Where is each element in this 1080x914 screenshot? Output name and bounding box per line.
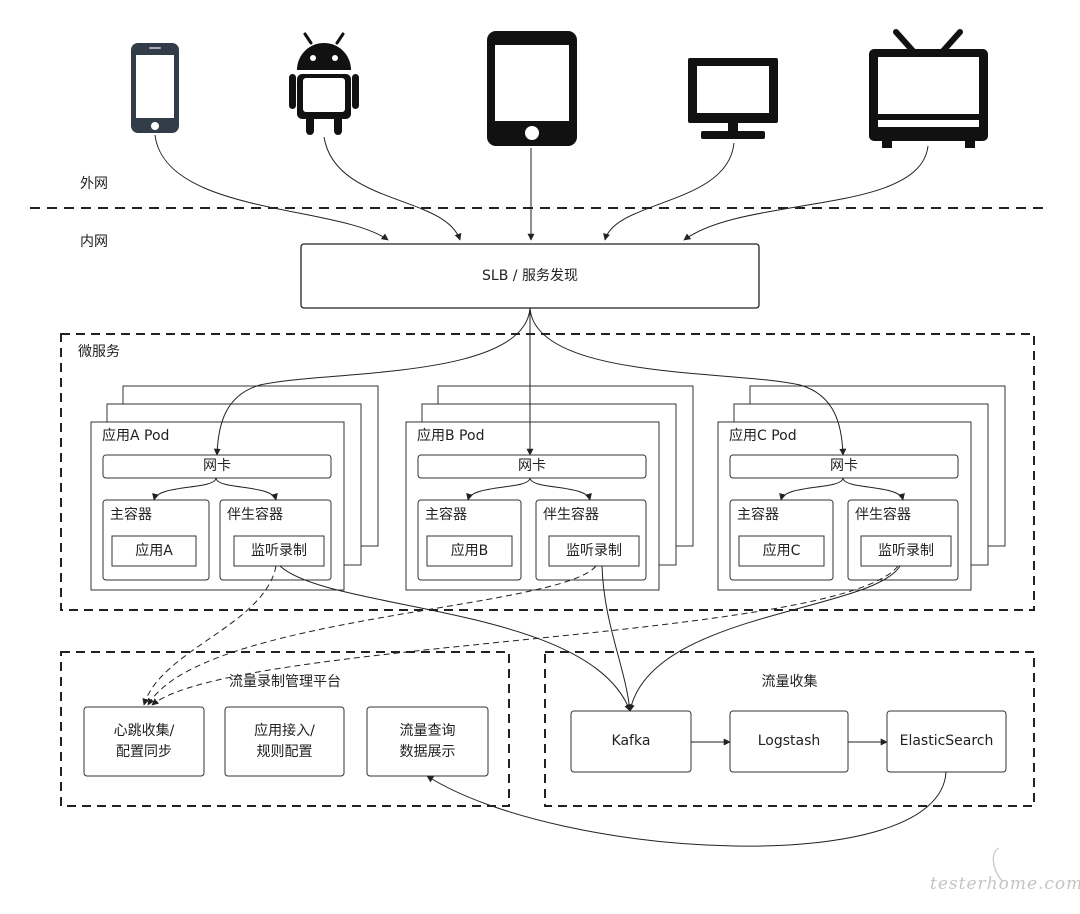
traffic-query-label: 流量查询 数据展示	[399, 723, 456, 760]
listener-to-heartbeat-edges	[142, 565, 899, 706]
nic-split-edges	[152, 477, 905, 501]
client-to-slb-edges	[154, 134, 929, 241]
pod-c-sidecar-label: 伴生容器	[855, 507, 911, 523]
pod-a-title: 应用A Pod	[102, 428, 170, 444]
heartbeat-box	[83, 706, 205, 777]
desktop-monitor-icon	[688, 58, 778, 139]
heartbeat-label: 心跳收集/ 配置同步	[113, 723, 175, 760]
zone-external-label: 外网	[80, 176, 108, 192]
pod-b-sidecar-label: 伴生容器	[543, 507, 599, 523]
pod-b-listener-label: 监听录制	[566, 542, 622, 559]
pod-b-app-label: 应用B	[450, 542, 489, 559]
iphone-icon	[131, 43, 179, 133]
listener-to-kafka-edges	[279, 565, 901, 712]
collection-group	[544, 651, 1035, 807]
zone-internal-label: 内网	[80, 234, 108, 250]
microservices-group	[60, 333, 1035, 611]
tablet-icon	[487, 31, 577, 146]
app-access-box	[224, 706, 345, 777]
pod-a-listener-label: 监听录制	[251, 542, 307, 559]
pod-a-app-box	[111, 535, 197, 567]
pod-c-nic-label: 网卡	[830, 458, 858, 475]
app-access-label: 应用接入/ 规则配置	[254, 723, 315, 760]
pod-c-title: 应用C Pod	[729, 428, 797, 444]
edge-android-slb	[323, 136, 462, 241]
tv-icon	[869, 29, 988, 148]
pod-b-main-label: 主容器	[425, 507, 467, 523]
edge-iphone-slb	[154, 134, 389, 241]
kafka-label: Kafka	[611, 733, 651, 750]
pod-a-sidecar-label: 伴生容器	[227, 507, 283, 523]
pod-c-app-label: 应用C	[762, 542, 801, 559]
microservices-title: 微服务	[78, 344, 120, 360]
edge-monitor-slb	[603, 142, 735, 241]
pod-a-app-label: 应用A	[135, 542, 173, 559]
pod-b-app-box	[426, 535, 513, 567]
logstash-label: Logstash	[757, 733, 821, 750]
pod-b-listener-box	[548, 535, 640, 567]
pod-c-listener-label: 监听录制	[878, 542, 934, 559]
android-icon	[289, 32, 359, 135]
pod-c-app-box	[738, 535, 825, 567]
slb-to-pod-edges	[213, 307, 847, 456]
pod-a-main-label: 主容器	[110, 507, 152, 523]
pod-c-listener-box	[860, 535, 952, 567]
edge-tv-slb	[683, 145, 929, 241]
elasticsearch-label: ElasticSearch	[899, 733, 994, 750]
pod-c-main-label: 主容器	[737, 507, 779, 523]
watermark-stroke	[992, 847, 1004, 883]
platform-title: 流量录制管理平台	[229, 673, 341, 690]
slb-label: SLB / 服务发现	[482, 267, 578, 284]
pod-b-title: 应用B Pod	[417, 428, 485, 444]
collection-title: 流量收集	[761, 673, 818, 690]
watermark: testerhome.com	[930, 874, 1080, 894]
pod-b-nic-label: 网卡	[518, 458, 546, 475]
pod-a-listener-box	[233, 535, 325, 567]
edge-slb-pod-a	[213, 307, 531, 456]
platform-group	[60, 651, 510, 807]
pod-a-nic-label: 网卡	[203, 458, 231, 475]
edge-slb-pod-c	[529, 307, 847, 456]
edge-es-to-query	[426, 771, 947, 847]
